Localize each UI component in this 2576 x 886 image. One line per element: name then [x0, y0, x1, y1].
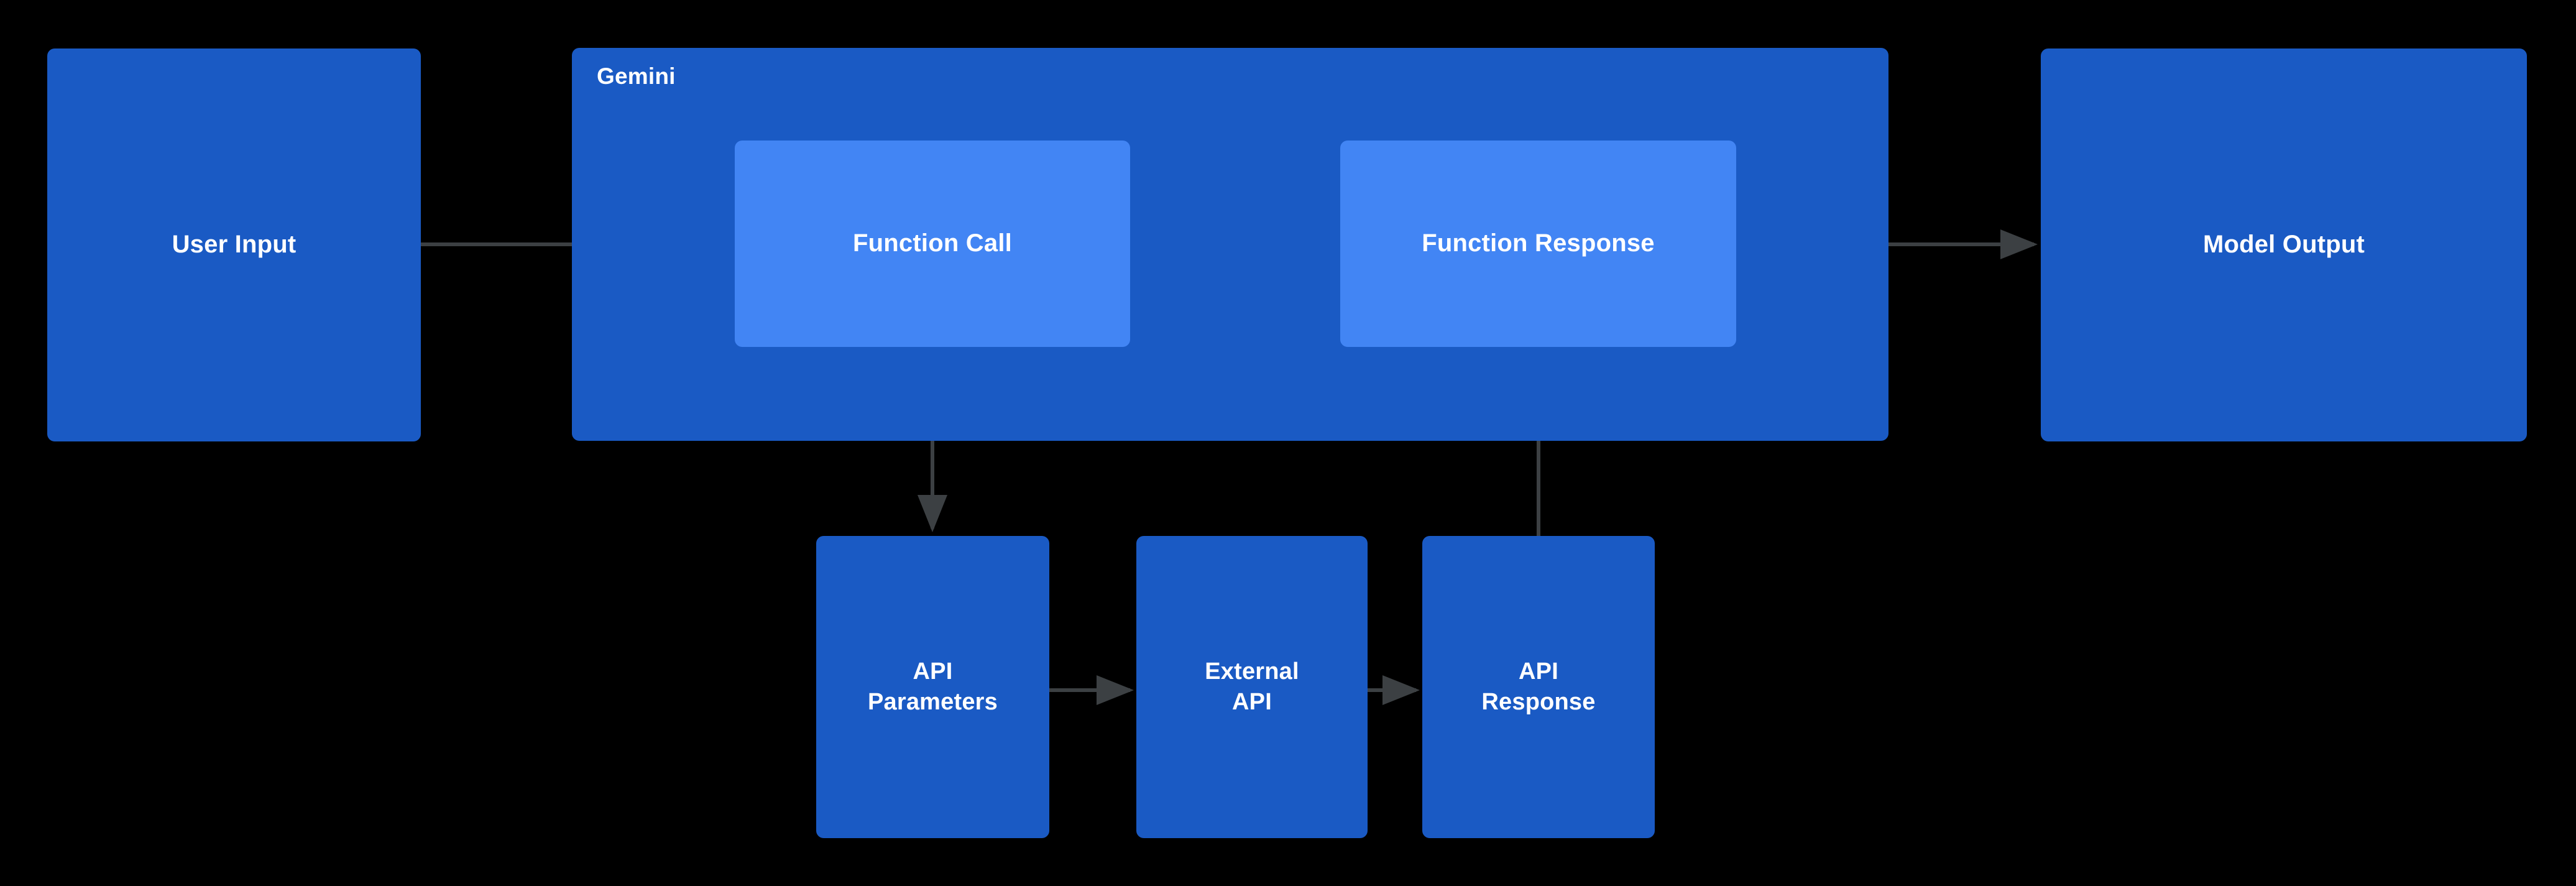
- node-api-response-label: API Response: [1481, 658, 1596, 715]
- node-api-response[interactable]: API Response: [1422, 536, 1655, 838]
- node-function-call[interactable]: Function Call: [735, 141, 1130, 347]
- node-api-parameters[interactable]: API Parameters: [816, 536, 1049, 838]
- node-model-output-label: Model Output: [2202, 231, 2365, 259]
- node-function-response[interactable]: Function Response: [1340, 141, 1736, 347]
- node-user-input[interactable]: User Input: [47, 48, 421, 441]
- node-external-api[interactable]: External API: [1136, 536, 1368, 838]
- node-function-response-label: Function Response: [1422, 229, 1655, 257]
- node-api-parameters-label: API Parameters: [867, 658, 998, 715]
- group-gemini[interactable]: Gemini Function Call Function Response: [572, 48, 1888, 441]
- group-gemini-label: Gemini: [597, 63, 676, 89]
- node-function-call-label: Function Call: [853, 229, 1012, 257]
- node-external-api-label: External API: [1205, 658, 1299, 715]
- node-user-input-label: User Input: [172, 231, 297, 259]
- node-model-output[interactable]: Model Output: [2041, 48, 2527, 441]
